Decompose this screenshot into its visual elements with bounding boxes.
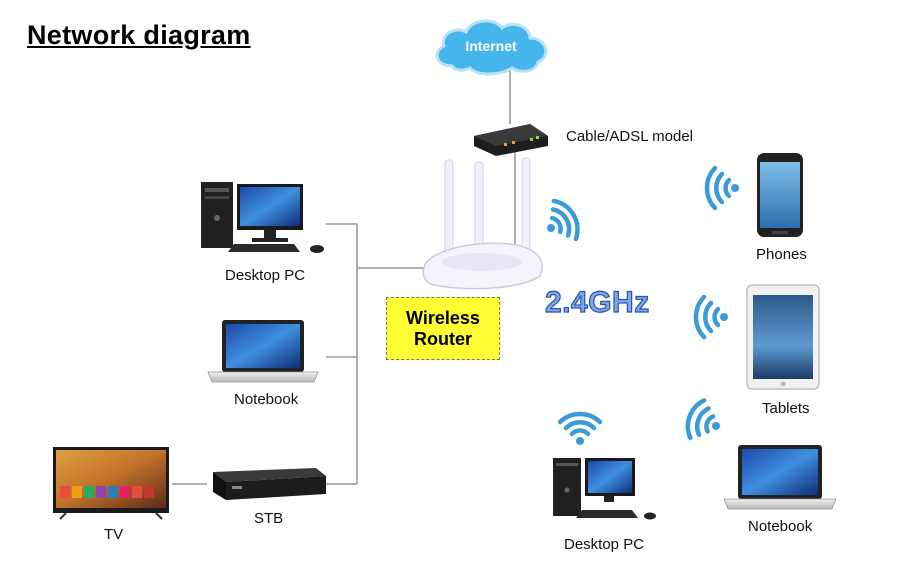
internet-label: Internet xyxy=(465,38,517,54)
phones-label: Phones xyxy=(756,246,807,263)
band-label: 2.4GHz xyxy=(544,285,650,319)
router-label-line2: Router xyxy=(414,328,472,349)
tv-icon xyxy=(53,447,169,520)
desktop-pc-icon xyxy=(201,182,324,253)
router-label-line1: Wireless xyxy=(406,307,480,328)
notebook-icon xyxy=(723,445,837,510)
notebook-label: Notebook xyxy=(234,391,299,408)
wifi-signal-icon xyxy=(685,398,720,441)
wifi-signal-icon xyxy=(693,294,728,340)
page-title: Network diagram xyxy=(27,20,251,50)
router-icon xyxy=(422,157,543,290)
wifi-signal-icon xyxy=(704,165,739,211)
phone-icon xyxy=(757,153,803,237)
tablet-icon xyxy=(746,284,820,390)
internet-cloud-icon xyxy=(435,19,548,76)
notebook-label: Notebook xyxy=(748,518,813,535)
desktop-pc-icon xyxy=(553,458,656,520)
cables xyxy=(172,68,516,485)
desktop-pc-label: Desktop PC xyxy=(225,267,306,284)
wifi-signal-icon xyxy=(547,198,580,242)
tablets-label: Tablets xyxy=(762,400,810,417)
desktop-pc-label: Desktop PC xyxy=(564,536,645,553)
router-label-box: Wireless Router xyxy=(386,297,500,360)
modem-label: Cable/ADSL model xyxy=(566,128,694,145)
wifi-signal-icon xyxy=(557,411,603,445)
modem-icon xyxy=(474,124,548,156)
stb-label: STB xyxy=(254,510,284,527)
stb-icon xyxy=(213,468,326,500)
tv-label: TV xyxy=(104,526,124,543)
notebook-icon xyxy=(207,320,319,383)
